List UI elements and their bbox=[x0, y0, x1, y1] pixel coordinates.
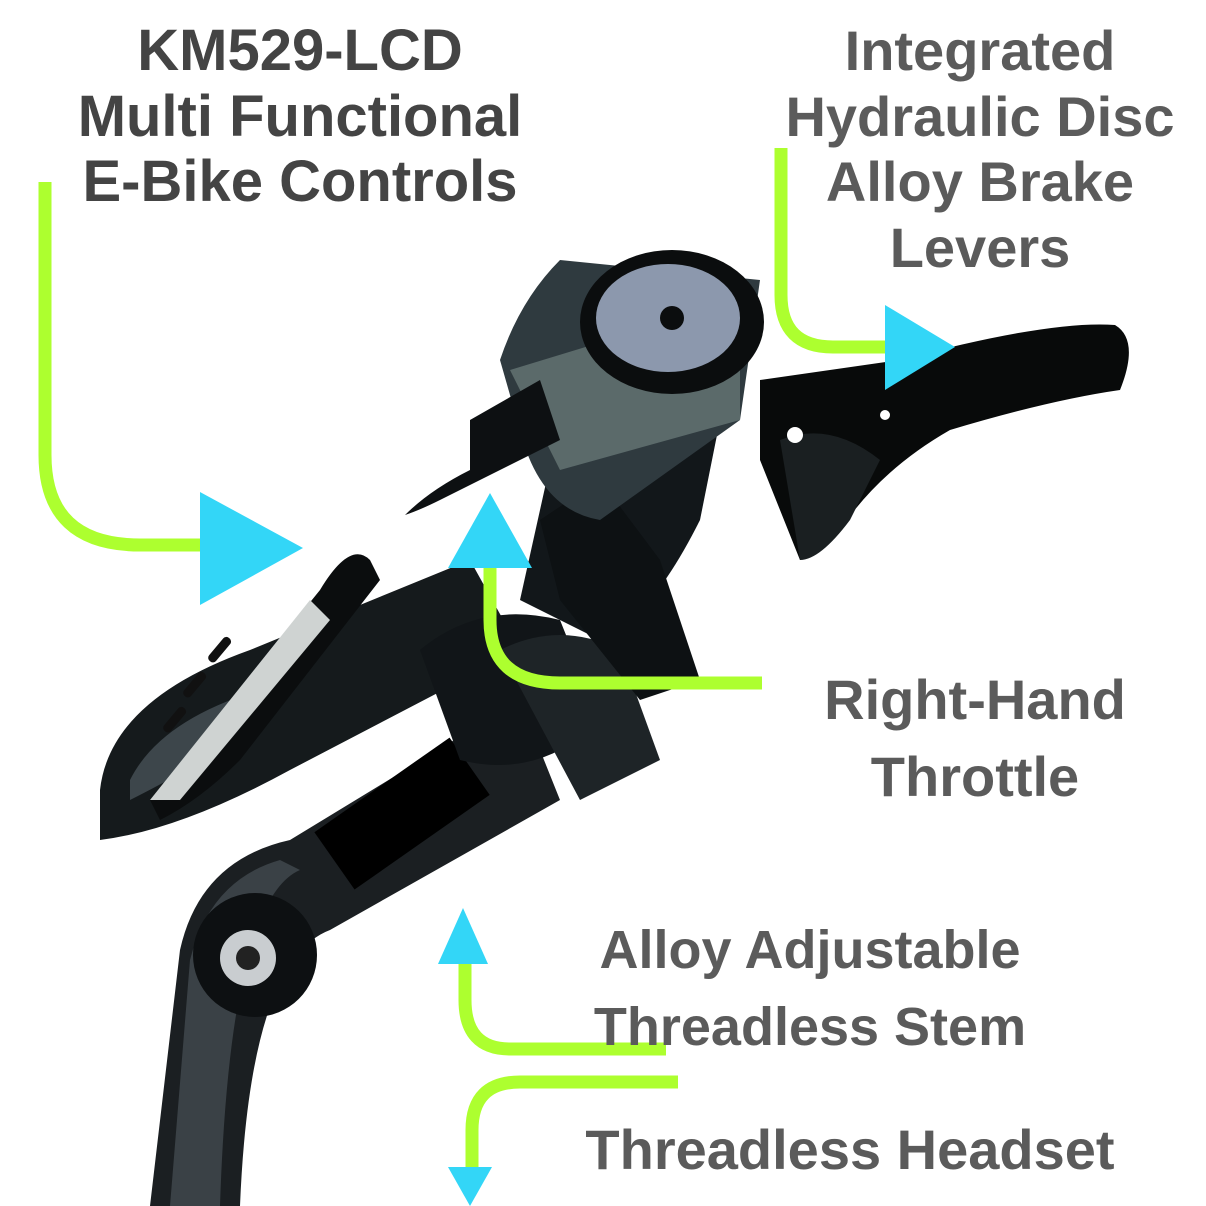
connector-lcd bbox=[38, 182, 205, 552]
label-line: Throttle bbox=[870, 744, 1080, 808]
label-line: Alloy Adjustable bbox=[599, 920, 1021, 980]
label-line: Alloy Brake bbox=[825, 150, 1135, 214]
label-line: Hydraulic Disc bbox=[785, 84, 1175, 148]
label-line: Integrated bbox=[844, 19, 1116, 82]
connector-brake bbox=[774, 148, 890, 354]
arrow-up-icon bbox=[448, 493, 532, 568]
connector-headset bbox=[465, 1075, 678, 1170]
redacted-label bbox=[314, 737, 490, 890]
throttle-lever bbox=[405, 380, 560, 515]
arrow-up-icon bbox=[438, 908, 488, 964]
label-throttle: Right-Hand Throttle bbox=[790, 662, 1160, 815]
connector-stem bbox=[458, 960, 666, 1056]
arrow-down-icon bbox=[448, 1167, 492, 1206]
label-lcd-controls: KM529-LCD Multi Functional E-Bike Contro… bbox=[55, 18, 545, 215]
label-line: KM529-LCD bbox=[137, 18, 463, 83]
arrow-right-icon bbox=[200, 492, 303, 605]
label-line: Levers bbox=[889, 215, 1071, 279]
label-brake-levers: Integrated Hydraulic Disc Alloy Brake Le… bbox=[760, 18, 1200, 280]
label-line: E-Bike Controls bbox=[82, 149, 518, 215]
label-headset: Threadless Headset bbox=[550, 1118, 1150, 1181]
label-stem: Alloy Adjustable Threadless Stem bbox=[560, 912, 1060, 1065]
arrow-right-icon bbox=[885, 305, 955, 390]
label-line: Threadless Headset bbox=[585, 1118, 1115, 1181]
label-line: Right-Hand bbox=[824, 668, 1126, 731]
connector-throttle bbox=[483, 565, 762, 690]
label-line: Multi Functional bbox=[77, 83, 523, 149]
label-line: Threadless Stem bbox=[593, 996, 1027, 1057]
